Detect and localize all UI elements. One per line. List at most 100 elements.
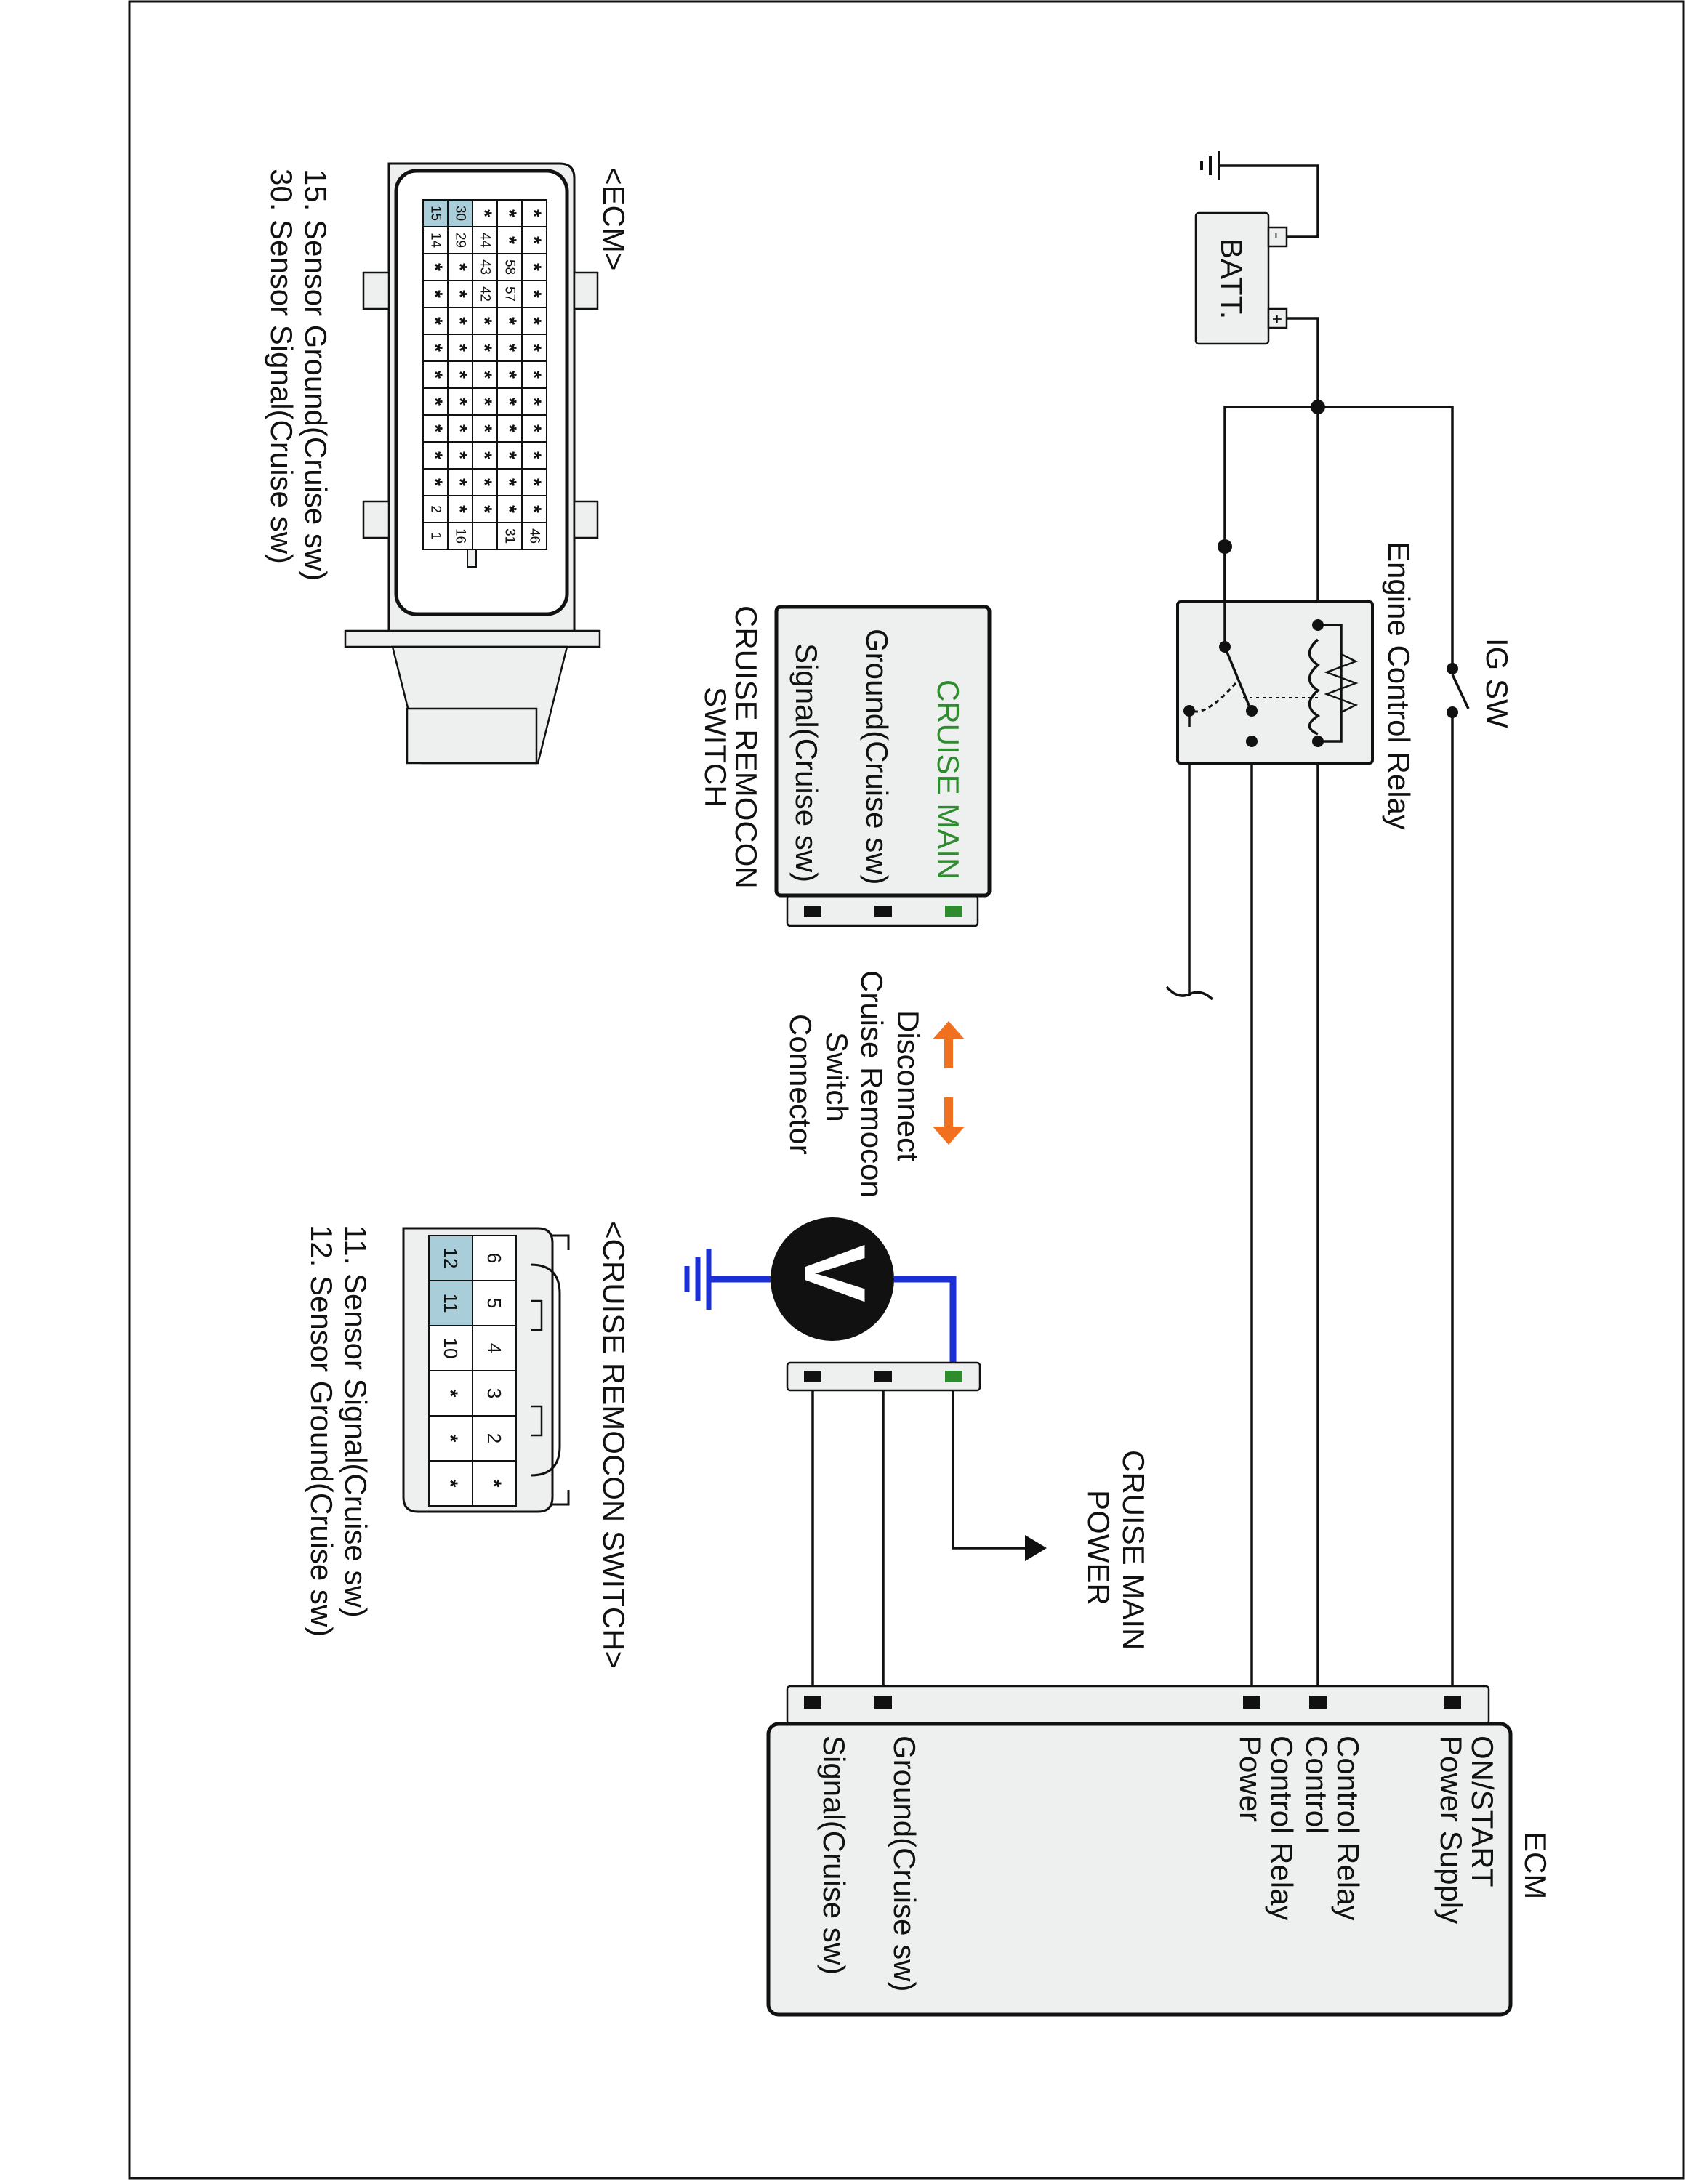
- pin-label: *: [449, 398, 472, 406]
- pin-cell: [422, 468, 449, 496]
- pin-cell: [521, 522, 547, 550]
- pin-label: 5: [483, 1298, 505, 1308]
- pin-label: *: [425, 317, 447, 325]
- ground-symbol-battery: [1200, 151, 1220, 180]
- battery-plus-wire: [1287, 317, 1319, 407]
- cs-pin-signal: [804, 906, 821, 917]
- pin-label: *: [474, 344, 496, 352]
- pin-label: *: [499, 451, 521, 459]
- pin-label: 6: [483, 1253, 505, 1263]
- pin-label: *: [499, 344, 521, 352]
- relay-label: Engine Control Relay: [1382, 541, 1416, 830]
- pin-cell: [422, 360, 449, 389]
- pin-label: *: [523, 424, 546, 432]
- disconnect-arrows: [933, 1021, 965, 1145]
- pin-label: 31: [502, 528, 518, 544]
- cruise-connector-title: <CRUISE REMOCON SWITCH>: [597, 1221, 631, 1669]
- pin-label: *: [474, 209, 496, 217]
- pin-label: *: [499, 424, 521, 432]
- pin-cell: [521, 199, 547, 227]
- pin-label: 46: [527, 528, 542, 544]
- page-frame: [128, 0, 1685, 2180]
- bus-wire-ig: [1318, 406, 1454, 669]
- pin-label: 2: [428, 505, 443, 513]
- pin-label: *: [499, 478, 521, 486]
- pin-cell: [422, 280, 449, 308]
- pin-label: 11: [440, 1294, 462, 1313]
- pin-label: *: [449, 451, 472, 459]
- pin-label: *: [499, 505, 521, 513]
- ig-switch: IG SW: [1447, 638, 1514, 728]
- pin-label: *: [449, 344, 472, 352]
- pin-cell: [472, 1460, 517, 1507]
- voltmeter-symbol: V: [786, 1244, 883, 1302]
- disconnect-line-2: Cruise Remocon: [855, 970, 889, 1198]
- cmp-line-1: CRUISE MAIN: [1117, 1450, 1151, 1650]
- pin-label: 29: [453, 233, 468, 248]
- pin-label: 15: [428, 206, 443, 221]
- pin-label: *: [499, 398, 521, 406]
- ecm-connector-face: <ECM> ************46**5857********31*444…: [344, 162, 631, 765]
- ecm-pin-ground: [874, 1696, 892, 1709]
- engine-control-relay: Engine Control Relay: [1176, 541, 1416, 830]
- pin-cell: [428, 1325, 473, 1371]
- disconnect-line-1: Disconnect: [891, 1010, 925, 1161]
- pin-label: *: [425, 290, 447, 298]
- ecm-label-on-start-1: ON/START: [1465, 1736, 1500, 1887]
- break-mark: [1165, 986, 1214, 1001]
- ecm-label-relay-control-2: Control: [1300, 1736, 1334, 1834]
- pin-cell: [472, 387, 498, 416]
- pin-label: *: [523, 236, 546, 244]
- pin-cell: [472, 468, 498, 496]
- pin-label: *: [425, 478, 447, 486]
- ecm-module: ECM ON/START Power Supply Control Relay …: [766, 1685, 1553, 2017]
- pin-cell: [422, 522, 449, 550]
- pin-label: *: [523, 398, 546, 406]
- pin-label: 12: [440, 1248, 462, 1269]
- pin-cell: [496, 253, 523, 281]
- battery-plus-label: +: [1267, 314, 1287, 324]
- pin-label: *: [425, 451, 447, 459]
- pin-cell: [521, 468, 547, 496]
- cs-pin-ground: [874, 906, 892, 917]
- pin-label: 43: [478, 259, 493, 275]
- cruise-legend-1: 11. Sensor Signal(Cruise sw): [339, 1225, 373, 1618]
- pin-cell: [422, 253, 449, 281]
- pin-label: *: [425, 263, 447, 271]
- ecm-connector-legend: 15. Sensor Ground(Cruise sw) 30. Sensor …: [265, 169, 333, 581]
- cs-pin-main: [945, 906, 962, 917]
- cruise-switch-component: CRUISE MAIN Ground(Cruise sw) Signal(Cru…: [699, 605, 992, 927]
- pin-label: *: [425, 344, 447, 352]
- pin-cell: [521, 280, 547, 308]
- pin-label: 57: [502, 286, 518, 302]
- pin-label: *: [440, 1435, 462, 1443]
- disconnect-line-4: Connector: [784, 1014, 818, 1155]
- pin-label: 4: [483, 1343, 505, 1353]
- cmp-line-2: POWER: [1082, 1490, 1116, 1605]
- pin-cell: [496, 360, 523, 389]
- pin-label: *: [449, 371, 472, 379]
- cruise-main-power-wire: [952, 1377, 1036, 1550]
- pin-label: *: [474, 398, 496, 406]
- pin-cell: [428, 1415, 473, 1462]
- pin-label: *: [523, 317, 546, 325]
- ecm-legend-1: 15. Sensor Ground(Cruise sw): [299, 169, 333, 581]
- pin-label: *: [474, 451, 496, 459]
- pin-cell: [472, 1280, 517, 1326]
- ecm-pin-signal: [804, 1696, 821, 1709]
- pin-cell: [422, 441, 449, 470]
- ecm-pin-on-start: [1444, 1696, 1461, 1709]
- pin-cell: [472, 334, 498, 362]
- pin-label: *: [449, 505, 472, 513]
- ig-sw-label: IG SW: [1480, 638, 1514, 728]
- pin-label: 30: [453, 206, 468, 221]
- pin-label: *: [449, 424, 472, 432]
- pin-cell: [428, 1460, 473, 1507]
- ecm-legend-2: 30. Sensor Signal(Cruise sw): [265, 169, 299, 564]
- pin-label: *: [523, 478, 546, 486]
- pin-label: *: [483, 1480, 506, 1488]
- cs-label-signal: Signal(Cruise sw): [789, 643, 824, 882]
- pin-cell: [472, 441, 498, 470]
